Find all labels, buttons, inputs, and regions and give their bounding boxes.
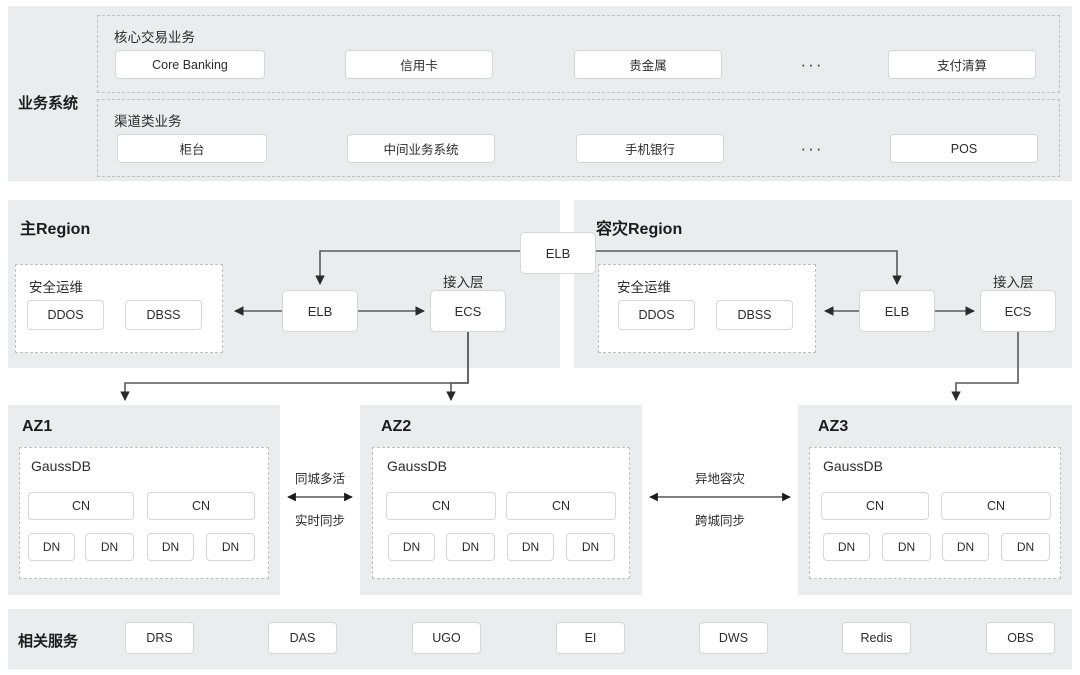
az3-dn-node-1[interactable]: DN — [823, 533, 870, 561]
dr-secops-dbss[interactable]: DBSS — [716, 300, 793, 330]
business-system-side-label: 业务系统 — [18, 95, 79, 112]
business-item-pos[interactable]: POS — [890, 134, 1038, 163]
az1-dn-node-4[interactable]: DN — [206, 533, 255, 561]
dr-region-title: 容灾Region — [596, 221, 683, 238]
az2-gaussdb-label: GaussDB — [387, 458, 447, 474]
az2-dn-node-2[interactable]: DN — [446, 533, 495, 561]
channel-business-ellipsis: ··· — [800, 138, 824, 158]
primary-region-elb[interactable]: ELB — [282, 290, 358, 332]
az3-cn-node-1[interactable]: CN — [821, 492, 929, 520]
az3-dn-node-4[interactable]: DN — [1001, 533, 1050, 561]
core-business-group — [97, 15, 1060, 93]
service-das[interactable]: DAS — [268, 622, 337, 654]
az3-title: AZ3 — [818, 418, 849, 435]
related-services-side-label: 相关服务 — [18, 633, 79, 650]
dr-secops-title: 安全运维 — [617, 280, 671, 295]
core-business-title: 核心交易业务 — [114, 30, 195, 45]
primary-secops-dbss[interactable]: DBSS — [125, 300, 202, 330]
az1-title: AZ1 — [22, 418, 53, 435]
service-drs[interactable]: DRS — [125, 622, 194, 654]
service-dws[interactable]: DWS — [699, 622, 768, 654]
business-item-counter[interactable]: 柜台 — [117, 134, 267, 163]
az2-title: AZ2 — [381, 418, 412, 435]
business-item-mobile-banking[interactable]: 手机银行 — [576, 134, 724, 163]
service-ei[interactable]: EI — [556, 622, 625, 654]
dr-secops-ddos[interactable]: DDOS — [618, 300, 695, 330]
az3-dn-node-3[interactable]: DN — [942, 533, 989, 561]
primary-secops-title: 安全运维 — [29, 280, 83, 295]
dr-region-elb[interactable]: ELB — [859, 290, 935, 332]
business-item-core-banking[interactable]: Core Banking — [115, 50, 265, 79]
business-item-credit-card[interactable]: 信用卡 — [345, 50, 493, 79]
az2-dn-node-4[interactable]: DN — [566, 533, 615, 561]
az2-cn-node-2[interactable]: CN — [506, 492, 616, 520]
service-ugo[interactable]: UGO — [412, 622, 481, 654]
dr-region-ecs[interactable]: ECS — [980, 290, 1056, 332]
sync-link-1-top-label: 同城多活 — [294, 472, 345, 486]
az2-dn-node-1[interactable]: DN — [388, 533, 435, 561]
business-item-middle-office[interactable]: 中间业务系统 — [347, 134, 495, 163]
az2-cn-node-1[interactable]: CN — [386, 492, 496, 520]
business-item-payment-clearing[interactable]: 支付清算 — [888, 50, 1036, 79]
az3-gaussdb-label: GaussDB — [823, 458, 883, 474]
dr-access-layer-label: 接入层 — [993, 275, 1034, 290]
sync-link-1-bottom-label: 实时同步 — [294, 514, 345, 528]
az3-dn-node-2[interactable]: DN — [882, 533, 931, 561]
primary-secops-ddos[interactable]: DDOS — [27, 300, 104, 330]
az2-dn-node-3[interactable]: DN — [507, 533, 554, 561]
service-obs[interactable]: OBS — [986, 622, 1055, 654]
channel-business-group — [97, 99, 1060, 177]
az1-cn-node-1[interactable]: CN — [28, 492, 134, 520]
az1-dn-node-3[interactable]: DN — [147, 533, 194, 561]
global-elb[interactable]: ELB — [520, 232, 596, 274]
core-business-ellipsis: ··· — [800, 54, 824, 74]
az3-cn-node-2[interactable]: CN — [941, 492, 1051, 520]
primary-region-title: 主Region — [20, 221, 91, 238]
primary-access-layer-label: 接入层 — [443, 275, 484, 290]
service-redis[interactable]: Redis — [842, 622, 911, 654]
az1-dn-node-2[interactable]: DN — [85, 533, 134, 561]
az1-cn-node-2[interactable]: CN — [147, 492, 255, 520]
sync-link-2-top-label: 异地容灾 — [694, 472, 745, 486]
az1-gaussdb-label: GaussDB — [31, 458, 91, 474]
az1-dn-node-1[interactable]: DN — [28, 533, 75, 561]
channel-business-title: 渠道类业务 — [114, 114, 182, 129]
sync-link-2-bottom-label: 跨城同步 — [694, 514, 745, 528]
primary-region-ecs[interactable]: ECS — [430, 290, 506, 332]
business-item-precious-metals[interactable]: 贵金属 — [574, 50, 722, 79]
